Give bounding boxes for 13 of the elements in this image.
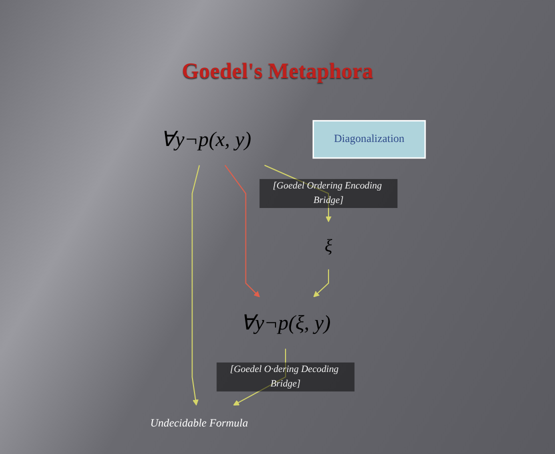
node-text: ∀y¬p(ξ, y) — [240, 311, 331, 334]
arrow — [313, 269, 330, 298]
node-text: Undecidable Formula — [150, 418, 248, 430]
node-text: ∀y¬p(x, y) — [160, 128, 252, 151]
edge-label: [Goedel O·dering Decoding Bridge] — [230, 364, 339, 390]
node-box: Diagonalization — [312, 120, 426, 159]
arrow — [233, 348, 286, 406]
arrow — [264, 164, 332, 222]
title: Goedel's Metaphora — [180, 57, 374, 85]
node-text: ξ — [324, 236, 333, 256]
arrow — [224, 164, 260, 298]
arrow — [192, 165, 200, 406]
edge-label: [Goedel Ordering Encoding Bridge] — [272, 181, 382, 206]
